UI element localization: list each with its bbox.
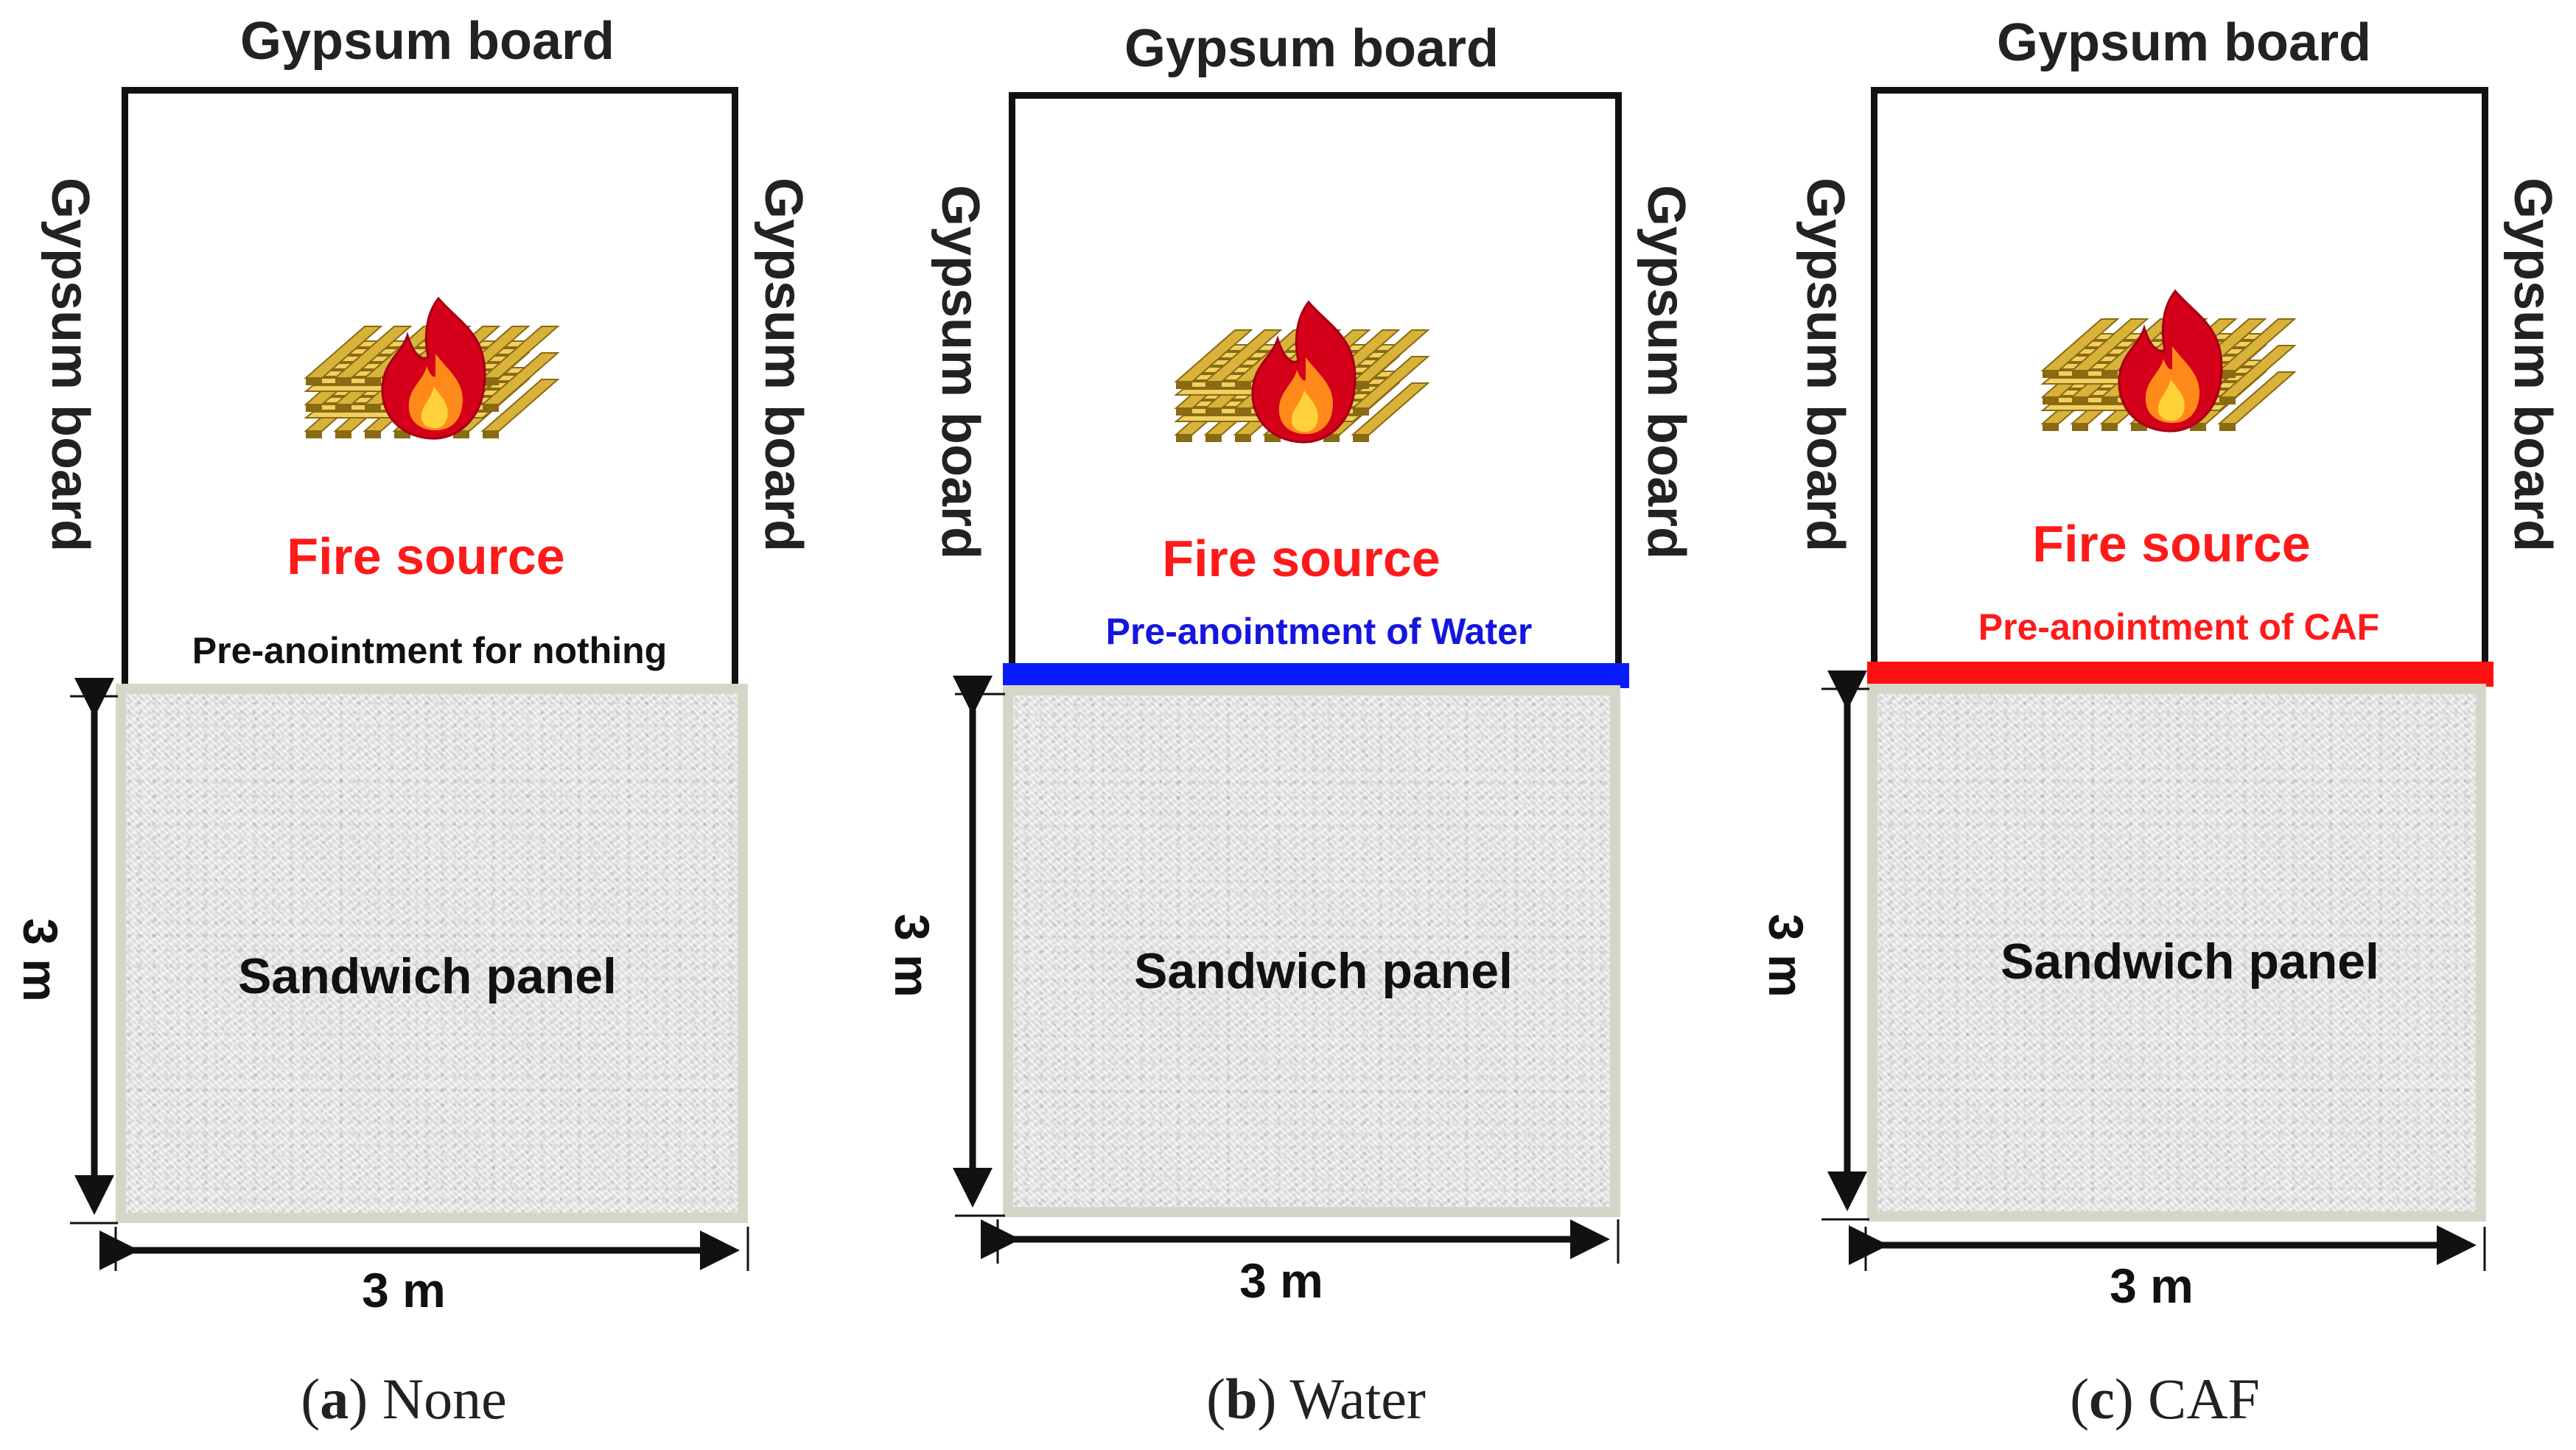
top-wall-label: Gypsum board: [1124, 19, 1499, 78]
fire-icon: [291, 284, 586, 508]
panel-none: Gypsum board Gypsum board Gypsum board F…: [0, 0, 859, 1450]
caption-letter: a: [320, 1367, 349, 1431]
panel-caption: (c) CAF: [2070, 1367, 2260, 1431]
sandwich-panel: [1003, 685, 1620, 1217]
fire-source-label: Fire source: [2032, 515, 2311, 572]
sandwich-panel: [1867, 684, 2486, 1222]
top-wall-label: Gypsum board: [1996, 13, 2372, 72]
caption-letter: c: [2089, 1367, 2115, 1431]
pre-anointment-label: Pre-anointment of CAF: [1978, 606, 2380, 648]
water-coating-layer: [1003, 663, 1629, 688]
fire-icon: [1161, 287, 1456, 512]
caption-letter: b: [1225, 1367, 1258, 1431]
pre-anointment-label: Pre-anointment for nothing: [192, 630, 668, 671]
sandwich-panel-label: Sandwich panel: [238, 948, 617, 1004]
fire-source-label: Fire source: [1162, 530, 1441, 587]
sandwich-panel-label: Sandwich panel: [2001, 934, 2379, 990]
height-label: 3 m: [1759, 914, 1813, 998]
dimension-arrows: [1821, 670, 2486, 1271]
width-label: 3 m: [1239, 1253, 1323, 1308]
fire-icon: [2028, 276, 2323, 501]
top-wall-label: Gypsum board: [239, 12, 615, 71]
caption-text: Water: [1289, 1367, 1426, 1431]
caption-text: CAF: [2148, 1367, 2260, 1431]
caf-coating-layer: [1867, 662, 2493, 687]
caption-text: None: [382, 1367, 507, 1431]
panel-water: Gypsum board Gypsum board Gypsum board F…: [859, 0, 1718, 1450]
height-label: 3 m: [13, 918, 68, 1002]
panel-caption: (b) Water: [1206, 1367, 1426, 1431]
panel-caption: (a) None: [301, 1367, 507, 1431]
panel-caf: Gypsum board Gypsum board Gypsum board F…: [1718, 0, 2576, 1450]
width-label: 3 m: [2110, 1258, 2194, 1313]
pre-anointment-label: Pre-anointment of Water: [1105, 611, 1533, 652]
width-label: 3 m: [362, 1263, 446, 1317]
dimension-arrows: [953, 676, 1620, 1264]
height-label: 3 m: [885, 914, 939, 998]
fire-source-label: Fire source: [287, 528, 565, 585]
dimension-arrows: [70, 678, 749, 1271]
sandwich-panel: [116, 684, 748, 1223]
sandwich-panel-label: Sandwich panel: [1134, 943, 1513, 999]
